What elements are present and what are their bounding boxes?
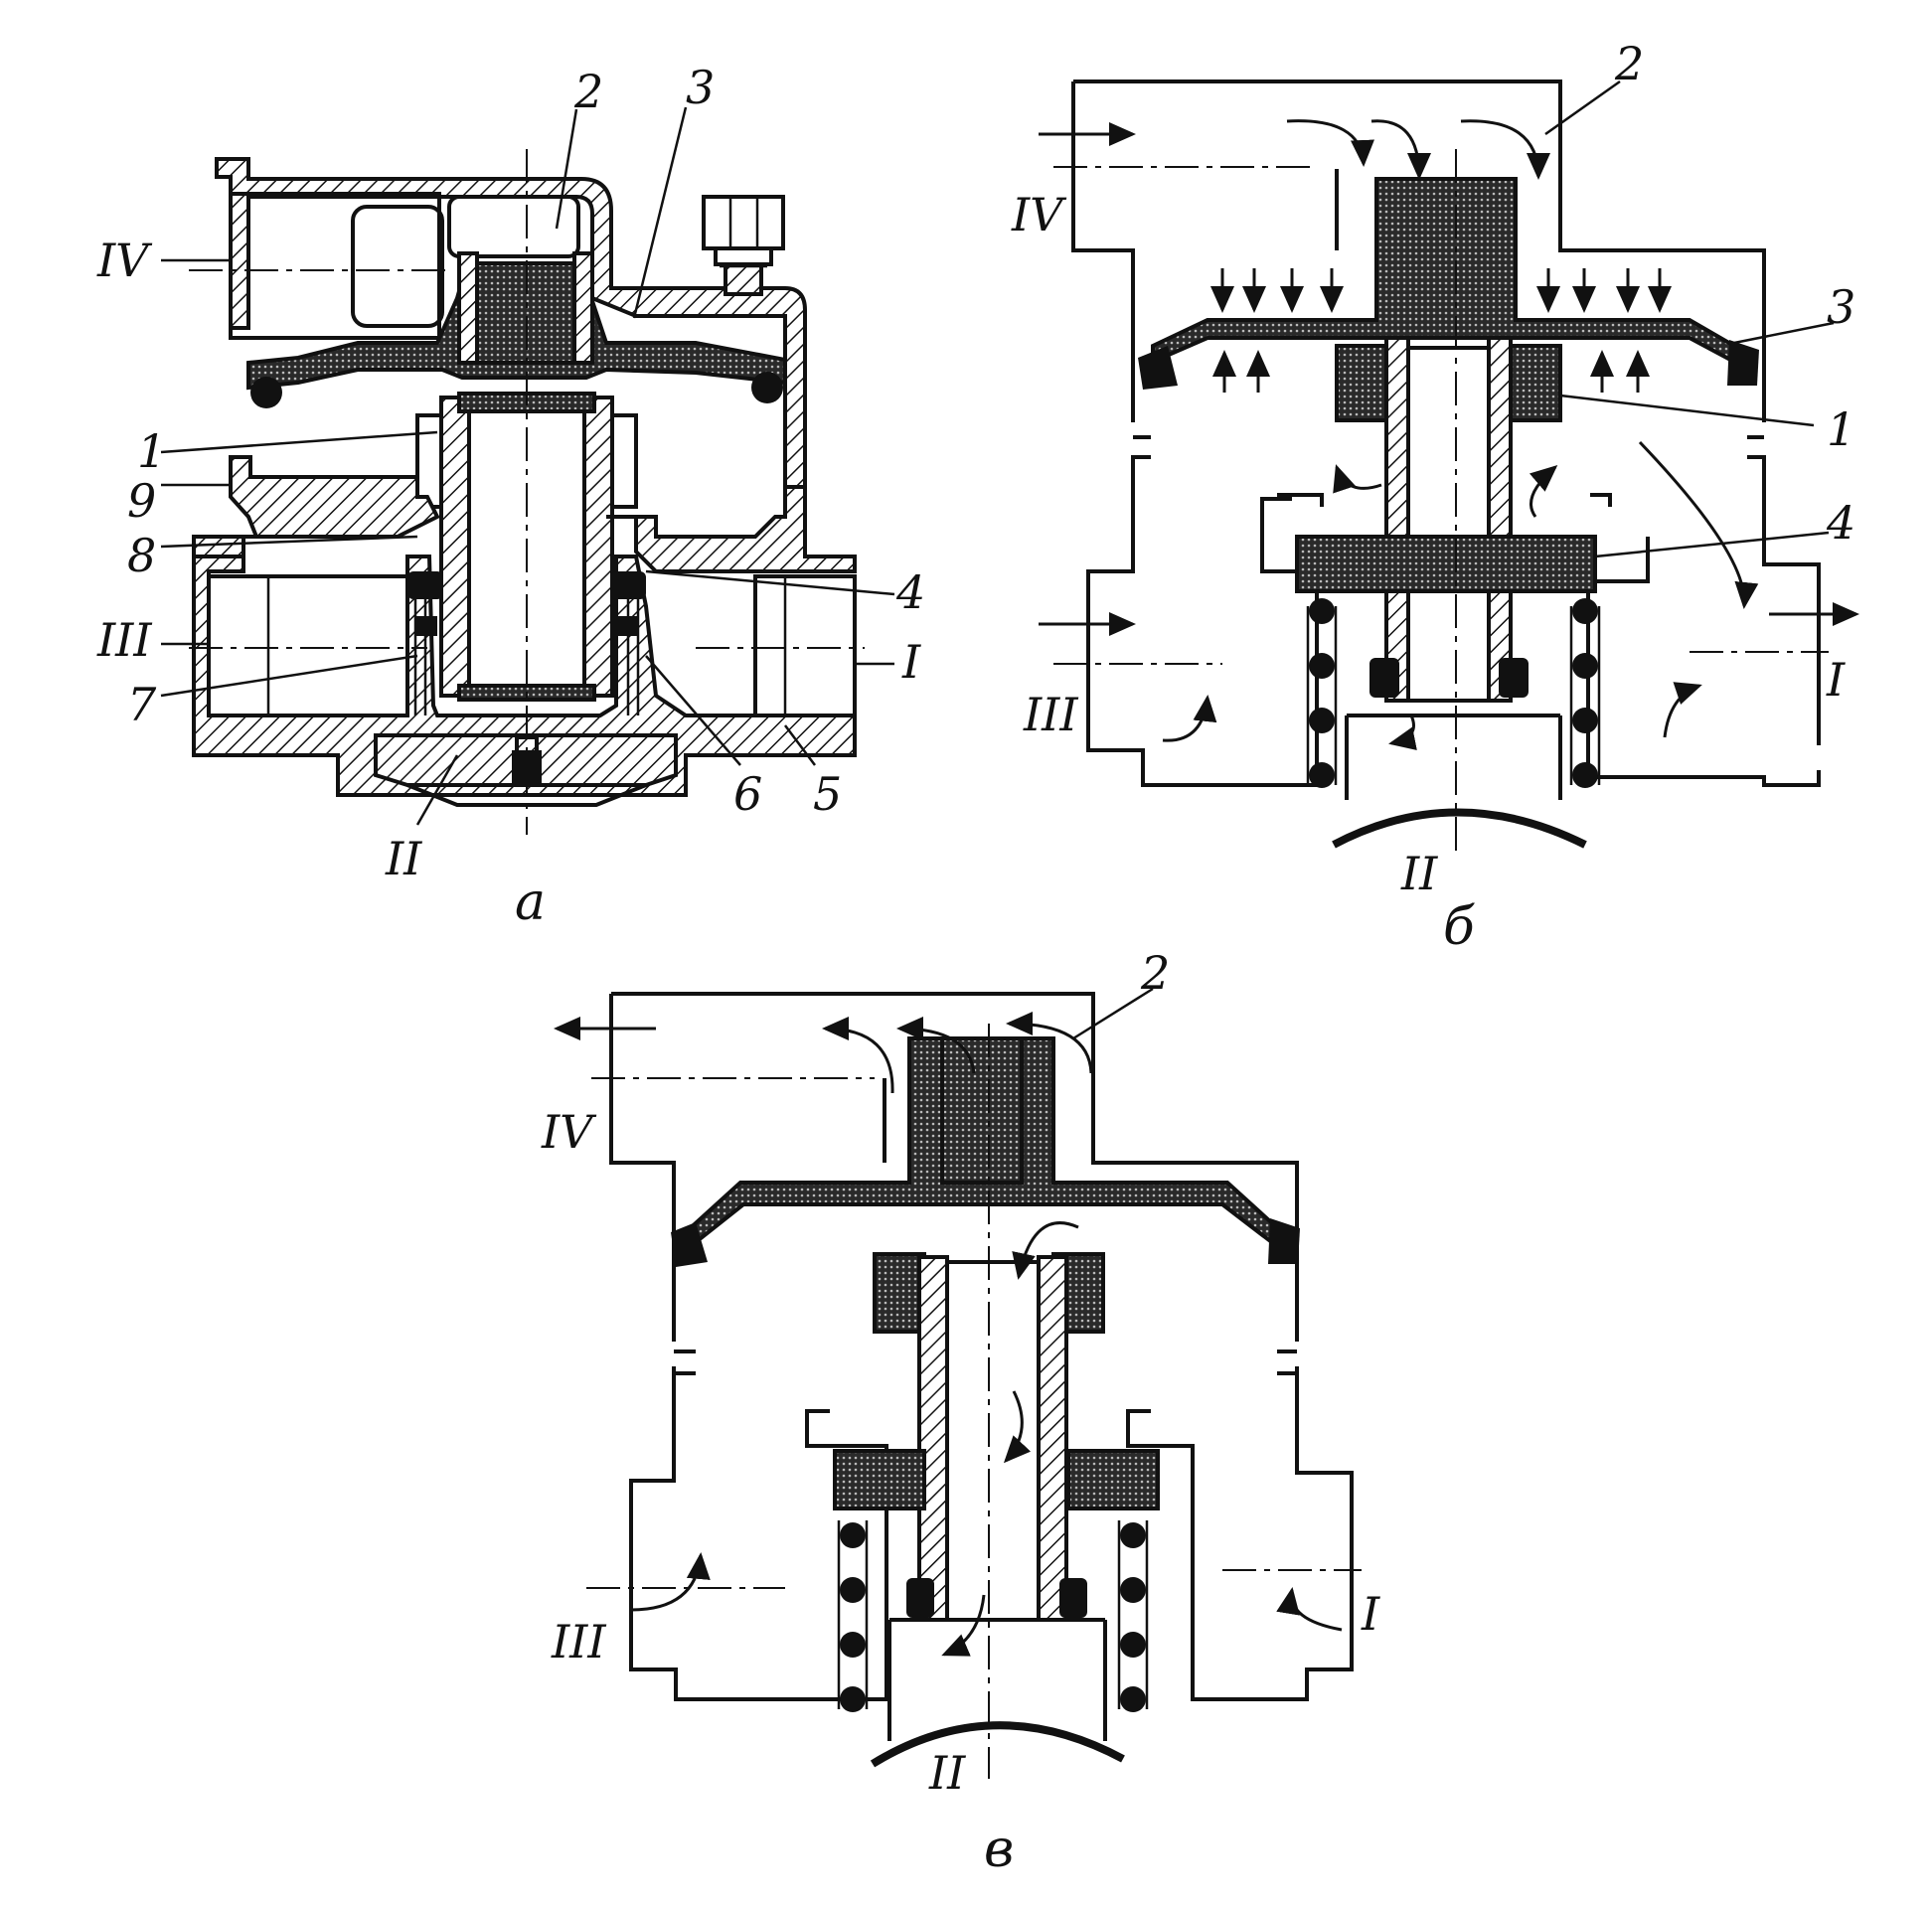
view-a-label-3: 3 bbox=[686, 61, 715, 114]
view-v-label-III: III bbox=[551, 1615, 606, 1668]
view-b-valve-disk bbox=[1295, 535, 1597, 593]
view-v-diaphragm bbox=[684, 1036, 1284, 1255]
view-b-label-3: 3 bbox=[1827, 280, 1855, 334]
view-a-label-I: I bbox=[901, 635, 921, 689]
view-a-label-IV: IV bbox=[96, 234, 153, 287]
view-b-caption: б bbox=[1443, 897, 1475, 957]
view-a-nut bbox=[702, 195, 785, 250]
view-v-schematic: 2 IV III I II в bbox=[541, 946, 1380, 1879]
view-v-label-I: I bbox=[1361, 1587, 1380, 1641]
view-a-label-4: 4 bbox=[895, 565, 925, 619]
view-b-piston-wall-left bbox=[1384, 336, 1410, 703]
view-b-spring-left bbox=[1306, 598, 1338, 788]
view-v-label-IV: IV bbox=[541, 1105, 597, 1159]
view-a-label-7: 7 bbox=[127, 678, 157, 731]
view-v-spring-right bbox=[1117, 1520, 1149, 1712]
view-b-label-IV: IV bbox=[1011, 188, 1067, 241]
view-a-label-5: 5 bbox=[813, 767, 842, 821]
view-b-piston-wall-right bbox=[1487, 336, 1513, 703]
view-a-label-8: 8 bbox=[127, 529, 156, 582]
view-v-spring-left bbox=[837, 1520, 869, 1712]
view-b-label-4: 4 bbox=[1826, 496, 1855, 550]
view-b-schematic: 2 IV 3 1 4 III I II б bbox=[1011, 37, 1859, 957]
view-a-label-6: 6 bbox=[733, 767, 762, 821]
view-b-label-III: III bbox=[1023, 688, 1078, 741]
view-a-label-9: 9 bbox=[127, 474, 156, 528]
view-a-piston-wall-left bbox=[439, 396, 471, 698]
view-b-diaphragm bbox=[1151, 177, 1736, 366]
view-b-spring-right bbox=[1569, 598, 1601, 788]
view-v-valve-disk-right bbox=[1066, 1449, 1160, 1510]
view-v-piston-wall-right bbox=[1037, 1255, 1068, 1622]
view-a-label-III: III bbox=[96, 613, 152, 667]
view-b-label-2: 2 bbox=[1614, 37, 1644, 90]
view-a-label-2: 2 bbox=[573, 65, 603, 118]
view-a-lower-body bbox=[192, 455, 440, 558]
view-b-label-I: I bbox=[1826, 653, 1846, 707]
view-a-sectional-drawing: 2 3 IV 1 9 8 III 7 II 6 5 4 I а bbox=[96, 61, 925, 932]
view-a-diaphragm bbox=[246, 261, 787, 391]
view-v-piston-wall-left bbox=[917, 1255, 949, 1622]
view-a-caption: а bbox=[515, 873, 546, 932]
view-a-label-II: II bbox=[385, 832, 422, 885]
view-b-pressure-arrows bbox=[1210, 268, 1672, 393]
view-v-label-II: II bbox=[928, 1746, 966, 1800]
view-v-label-2: 2 bbox=[1140, 946, 1170, 1000]
view-b-label-1: 1 bbox=[1827, 402, 1855, 456]
view-a-piston-wall-right bbox=[582, 396, 614, 698]
view-v-valve-disk-left bbox=[833, 1449, 926, 1510]
view-v-caption: в bbox=[984, 1820, 1014, 1879]
view-a-seal-left bbox=[250, 377, 282, 408]
view-a-seal-right bbox=[751, 372, 783, 403]
view-b-label-II: II bbox=[1400, 847, 1438, 900]
view-a-label-1: 1 bbox=[137, 424, 166, 478]
